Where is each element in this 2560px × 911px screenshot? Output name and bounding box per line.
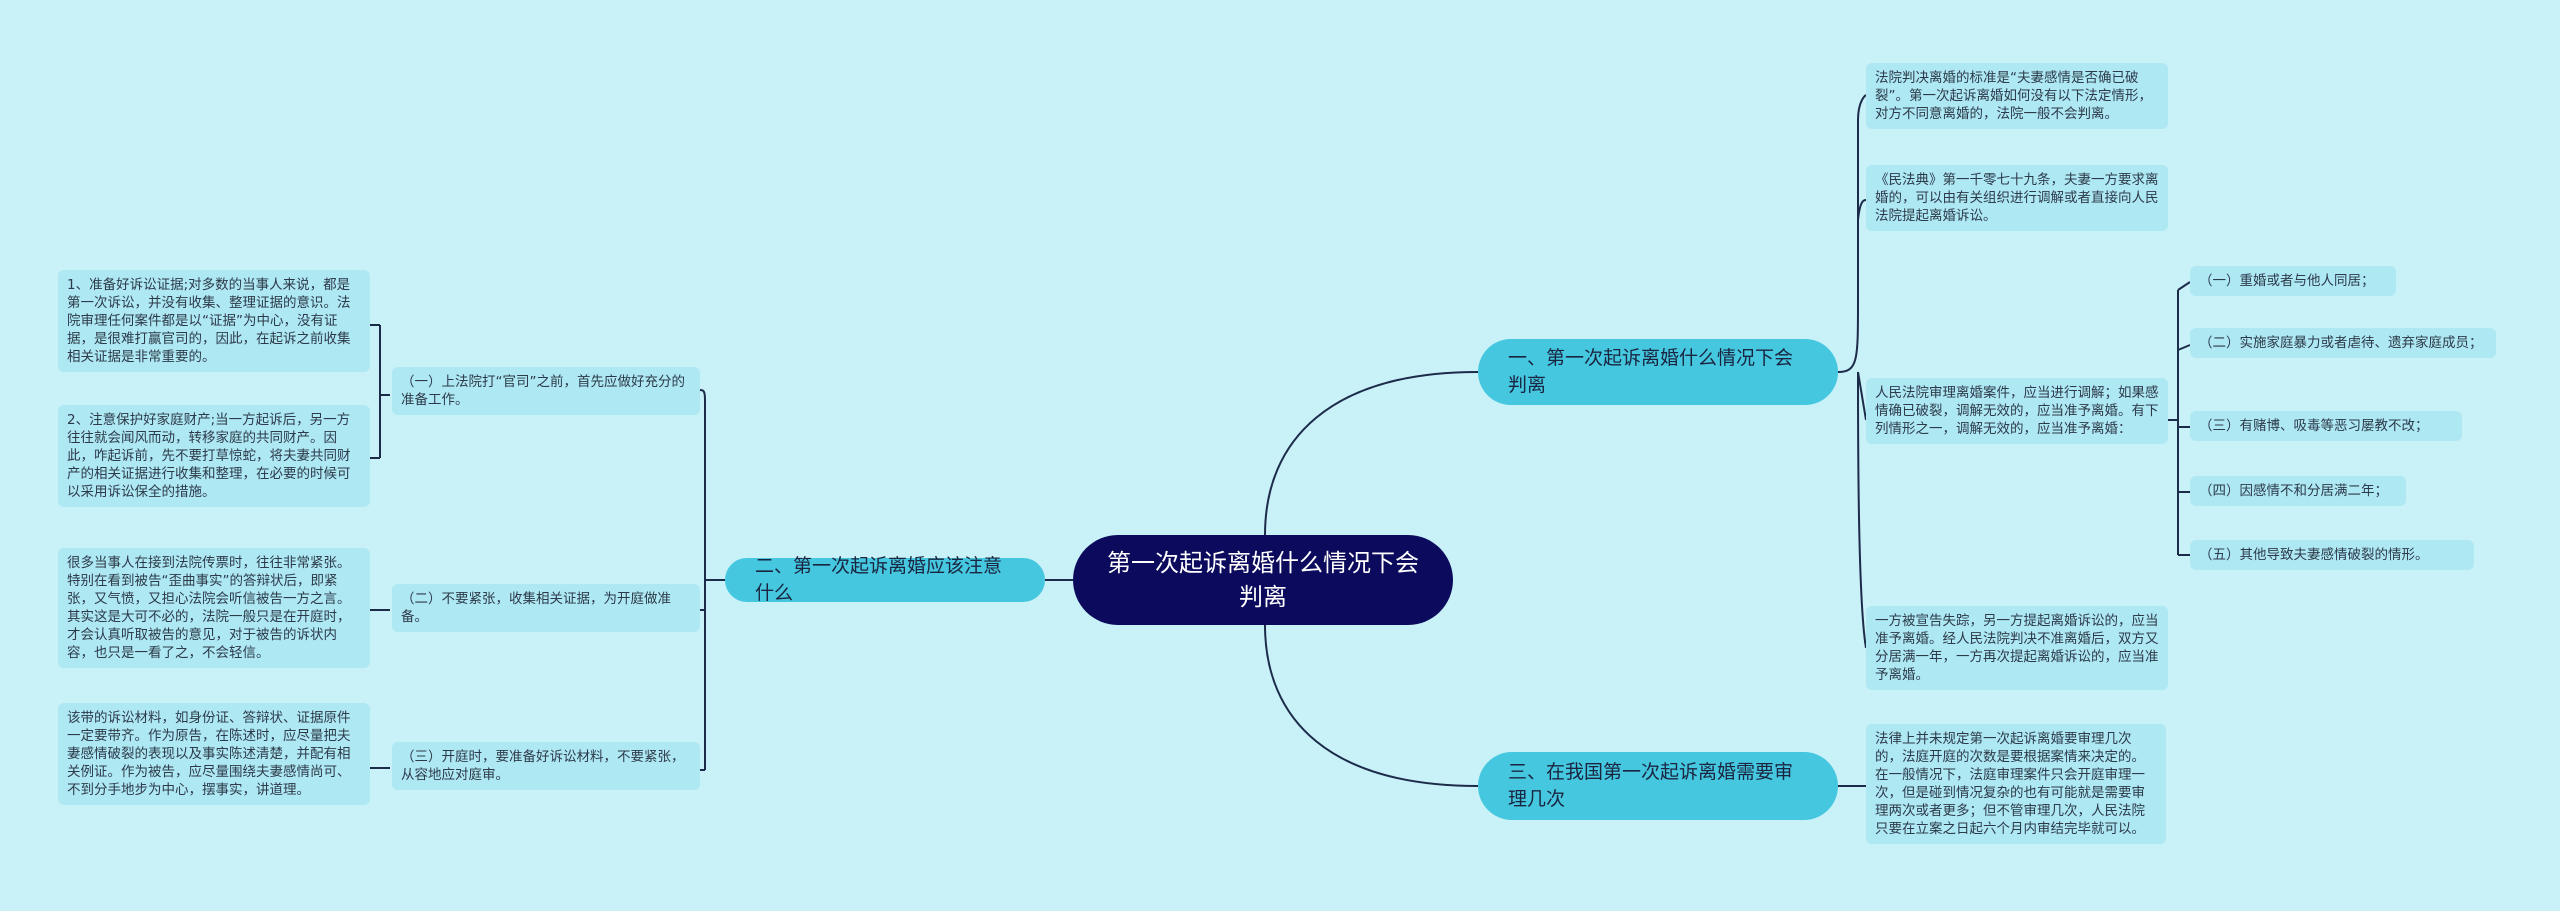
situation-other[interactable]: （五）其他导致夫妻感情破裂的情形。: [2190, 540, 2474, 570]
note-missing-or-separated[interactable]: 一方被宣告失踪，另一方提起离婚诉讼的，应当准予离婚。经人民法院判决不准离婚后，双…: [1866, 606, 2168, 690]
detail-stay-calm[interactable]: 很多当事人在接到法院传票时，往往非常紧张。特别在看到被告“歪曲事实”的答辩状后，…: [58, 548, 370, 668]
branch-how-many-hearings[interactable]: 三、在我国第一次起诉离婚需要审理几次: [1478, 752, 1838, 820]
detail-protect-property[interactable]: 2、注意保护好家庭财产;当一方起诉后，另一方往往就会闻风而动，转移家庭的共同财产…: [58, 405, 370, 507]
root-topic[interactable]: 第一次起诉离婚什么情况下会判离: [1073, 535, 1453, 625]
link-b1-notes: [1837, 94, 1867, 649]
point-collect-evidence[interactable]: （二）不要紧张，收集相关证据，为开庭做准备。: [392, 584, 700, 632]
note-hearing-count[interactable]: 法律上并未规定第一次起诉离婚要审理几次的，法庭开庭的次数是要根据案情来决定的。在…: [1866, 724, 2166, 844]
situation-domestic-violence[interactable]: （二）实施家庭暴力或者虐待、遗弃家庭成员；: [2190, 328, 2496, 358]
link-root-branch1: [1264, 371, 1479, 536]
detail-bring-materials[interactable]: 该带的诉讼材料，如身份证、答辩状、证据原件一定要带齐。作为原告，在陈述时，应尽量…: [58, 703, 370, 805]
detail-prepare-evidence[interactable]: 1、准备好诉讼证据;对多数的当事人来说，都是第一次诉讼，并没有收集、整理证据的意…: [58, 270, 370, 372]
note-civil-code-1079[interactable]: 《民法典》第一千零七十九条，夫妻一方要求离婚的，可以由有关组织进行调解或者直接向…: [1866, 165, 2168, 231]
point-court-hearing[interactable]: （三）开庭时，要准备好诉讼材料，不要紧张，从容地应对庭审。: [392, 742, 700, 790]
note-mediation-conditions[interactable]: 人民法院审理离婚案件，应当进行调解；如果感情确已破裂，调解无效的，应当准予离婚。…: [1866, 378, 2168, 444]
situation-separated-two-years[interactable]: （四）因感情不和分居满二年；: [2190, 476, 2406, 506]
situation-bigamy[interactable]: （一）重婚或者与他人同居；: [2190, 266, 2396, 296]
link-b2-points: [699, 389, 725, 771]
note-divorce-standard[interactable]: 法院判决离婚的标准是“夫妻感情是否确已破裂”。第一次起诉离婚如何没有以下法定情形…: [1866, 63, 2168, 129]
point-prepare[interactable]: （一）上法院打“官司”之前，首先应做好充分的准备工作。: [392, 367, 700, 415]
link-root-branch3: [1264, 624, 1479, 787]
link-situations: [2168, 281, 2191, 556]
link-p1-details: [370, 324, 390, 459]
situation-gambling-drugs[interactable]: （三）有赌博、吸毒等恶习屡教不改；: [2190, 411, 2462, 441]
branch-when-judged-divorce[interactable]: 一、第一次起诉离婚什么情况下会判离: [1478, 339, 1838, 405]
branch-what-to-note[interactable]: 二、第一次起诉离婚应该注意什么: [725, 555, 1045, 604]
